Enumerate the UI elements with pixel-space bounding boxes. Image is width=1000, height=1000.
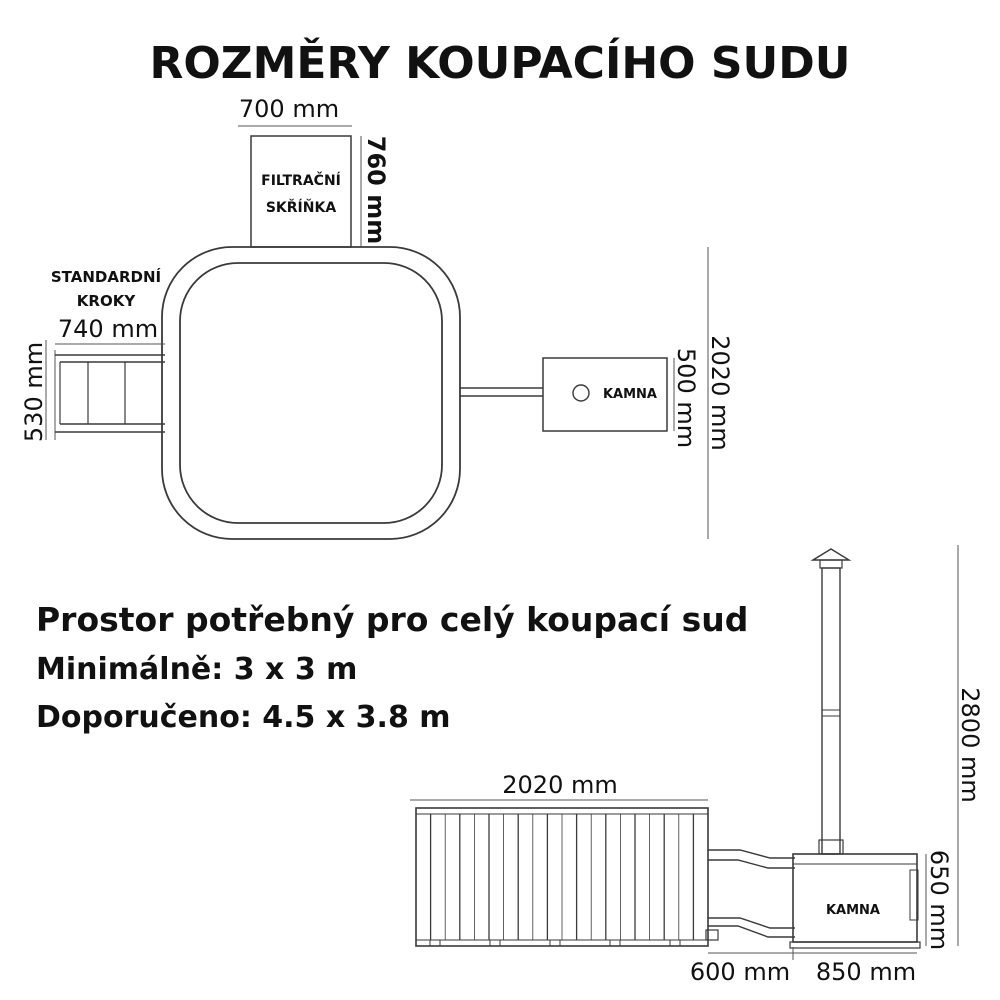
space-required-heading: Prostor potřebný pro celý koupací sud: [36, 600, 749, 639]
tub-staves: [429, 814, 695, 947]
tub-foot: [609, 939, 621, 947]
chimney: [810, 548, 852, 855]
stove-side-label: KAMNA: [826, 903, 880, 918]
total-height-dimension: 2800 mm: [956, 545, 984, 946]
steps-height-label: 530 mm: [20, 342, 48, 442]
tub-top-view: [161, 246, 461, 540]
tub-foot: [549, 939, 561, 947]
filter-box-height-dimension: 760 mm: [360, 136, 390, 247]
stove-height-dimension: 500 mm: [672, 348, 700, 448]
connector-length-label: 600 mm: [690, 958, 790, 986]
steps-label-line1: STANDARDNÍ: [51, 267, 162, 286]
steps-label-line2: KROKY: [77, 292, 137, 310]
stove-height-label: 500 mm: [672, 348, 700, 448]
space-required-minimum: Minimálně: 3 x 3 m: [36, 652, 358, 687]
stove-top-label: KAMNA: [603, 387, 657, 402]
tub-side-view: [410, 799, 709, 947]
tub-diameter-dimension: 2020 mm: [706, 247, 734, 539]
stove-top-view: KAMNA: [460, 357, 668, 432]
steps-width-dimension: 740 mm: [55, 315, 165, 345]
tub-length-label: 2020 mm: [502, 771, 617, 799]
bottom-dimension: 600 mm 850 mm: [690, 947, 917, 986]
filter-box-width-label: 700 mm: [239, 95, 339, 123]
space-required-recommended: Doporučeno: 4.5 x 3.8 m: [36, 700, 451, 735]
tub-foot: [669, 939, 681, 947]
filter-box-label-line2: SKŘÍŇKA: [266, 199, 336, 216]
filter-box: FILTRAČNÍ SKŘÍŇKA: [250, 135, 352, 248]
tub-length-dimension: 2020 mm: [502, 771, 617, 799]
tub-diameter-label: 2020 mm: [706, 335, 734, 450]
stove-length-label: 850 mm: [816, 958, 916, 986]
steps-width-label: 740 mm: [58, 315, 158, 343]
steps-height-dimension: 530 mm: [20, 340, 48, 442]
stove-side-height-dimension: 650 mm: [925, 850, 953, 950]
connector-pipes-side: [705, 849, 795, 941]
steps-top-view: STANDARDNÍ KROKY: [51, 267, 165, 440]
tub-foot: [429, 939, 441, 947]
stove-side-height-label: 650 mm: [925, 850, 953, 950]
total-height-label: 2800 mm: [956, 687, 984, 802]
tub-foot: [489, 939, 501, 947]
stove-side-view: KAMNA: [789, 853, 921, 949]
diagram-title: ROZMĚRY KOUPACÍHO SUDU: [149, 36, 850, 89]
filter-box-width-dimension: 700 mm: [238, 95, 352, 127]
filter-box-height-label: 760 mm: [362, 136, 390, 244]
filter-box-label-line1: FILTRAČNÍ: [261, 171, 341, 189]
